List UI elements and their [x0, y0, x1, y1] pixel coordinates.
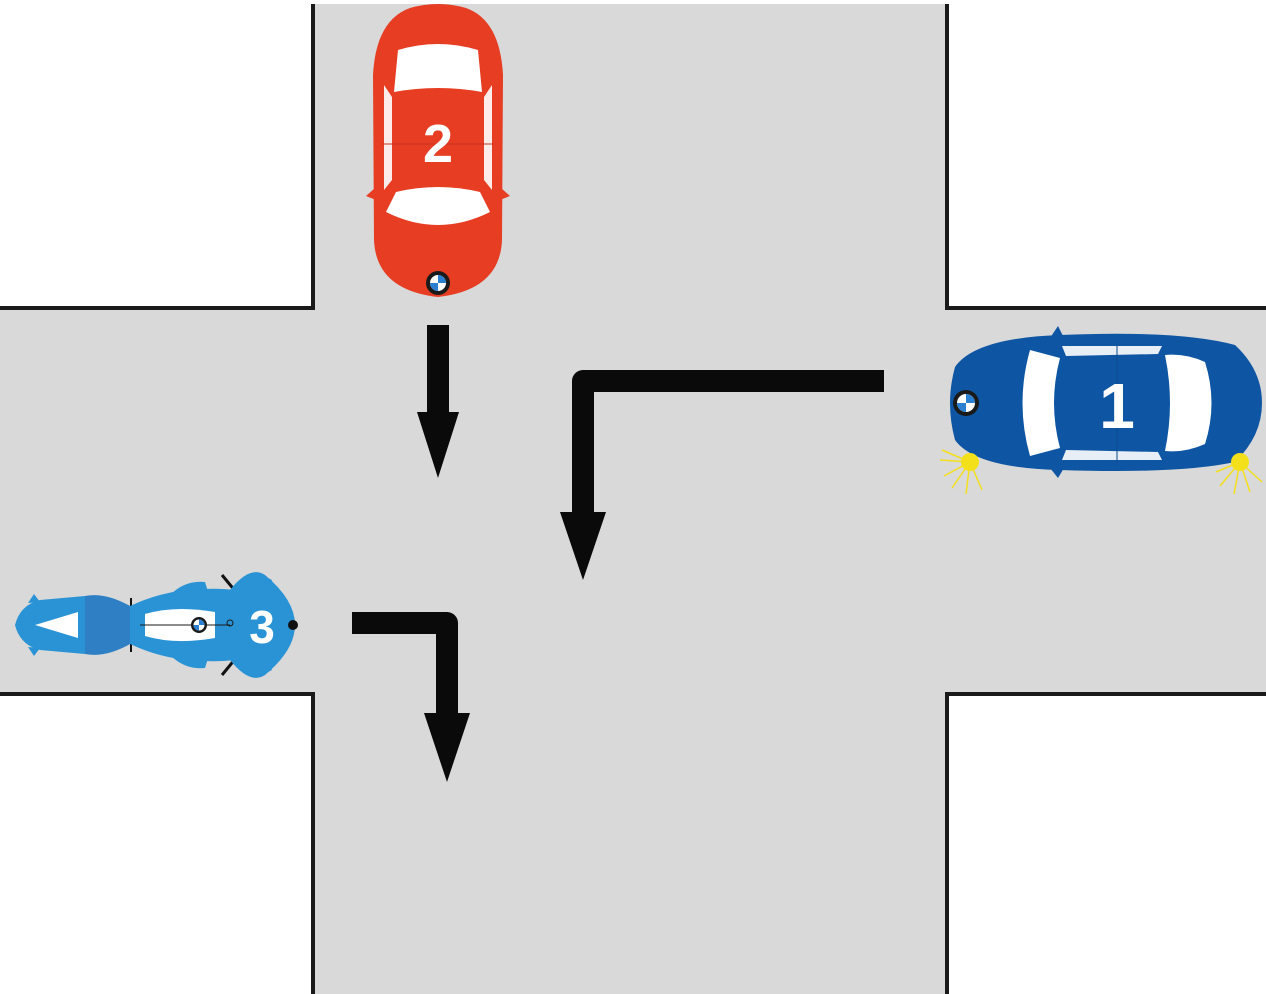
car-1-rear-window	[1165, 354, 1212, 452]
vehicle-car-1: 1	[939, 326, 1263, 495]
road	[0, 4, 1266, 994]
bmw-logo-icon	[191, 617, 207, 633]
motorcycle-3-fairing	[230, 572, 295, 678]
motorcycle-3-seat	[85, 595, 130, 655]
car-2-label: 2	[423, 114, 453, 174]
car-2-windshield	[386, 187, 490, 225]
arrow-motorcycle-3-right-turn	[352, 612, 470, 782]
car-1-windshield	[1022, 350, 1060, 456]
curb-bottom-right	[945, 692, 1266, 994]
curb-bottom-left	[0, 692, 315, 994]
vehicle-motorcycle-3: 3	[15, 572, 298, 678]
maneuver-arrows	[352, 325, 884, 782]
motorcycle-3-label: 3	[249, 601, 275, 653]
turn-signal-rear-left-icon	[1215, 453, 1263, 495]
vehicle-car-2: 2	[366, 4, 510, 297]
car-2-rear-window	[394, 44, 482, 92]
bmw-logo-icon	[953, 390, 979, 416]
curb-top-left	[0, 4, 315, 310]
arrow-car-2-straight	[417, 325, 459, 478]
turn-signal-front-left-icon	[939, 449, 983, 495]
road-edges	[0, 4, 1266, 994]
car-1-label: 1	[1099, 370, 1135, 442]
bmw-logo-icon	[426, 271, 450, 295]
arrow-car-1-left-turn	[560, 370, 884, 580]
curb-top-right	[945, 4, 1266, 310]
